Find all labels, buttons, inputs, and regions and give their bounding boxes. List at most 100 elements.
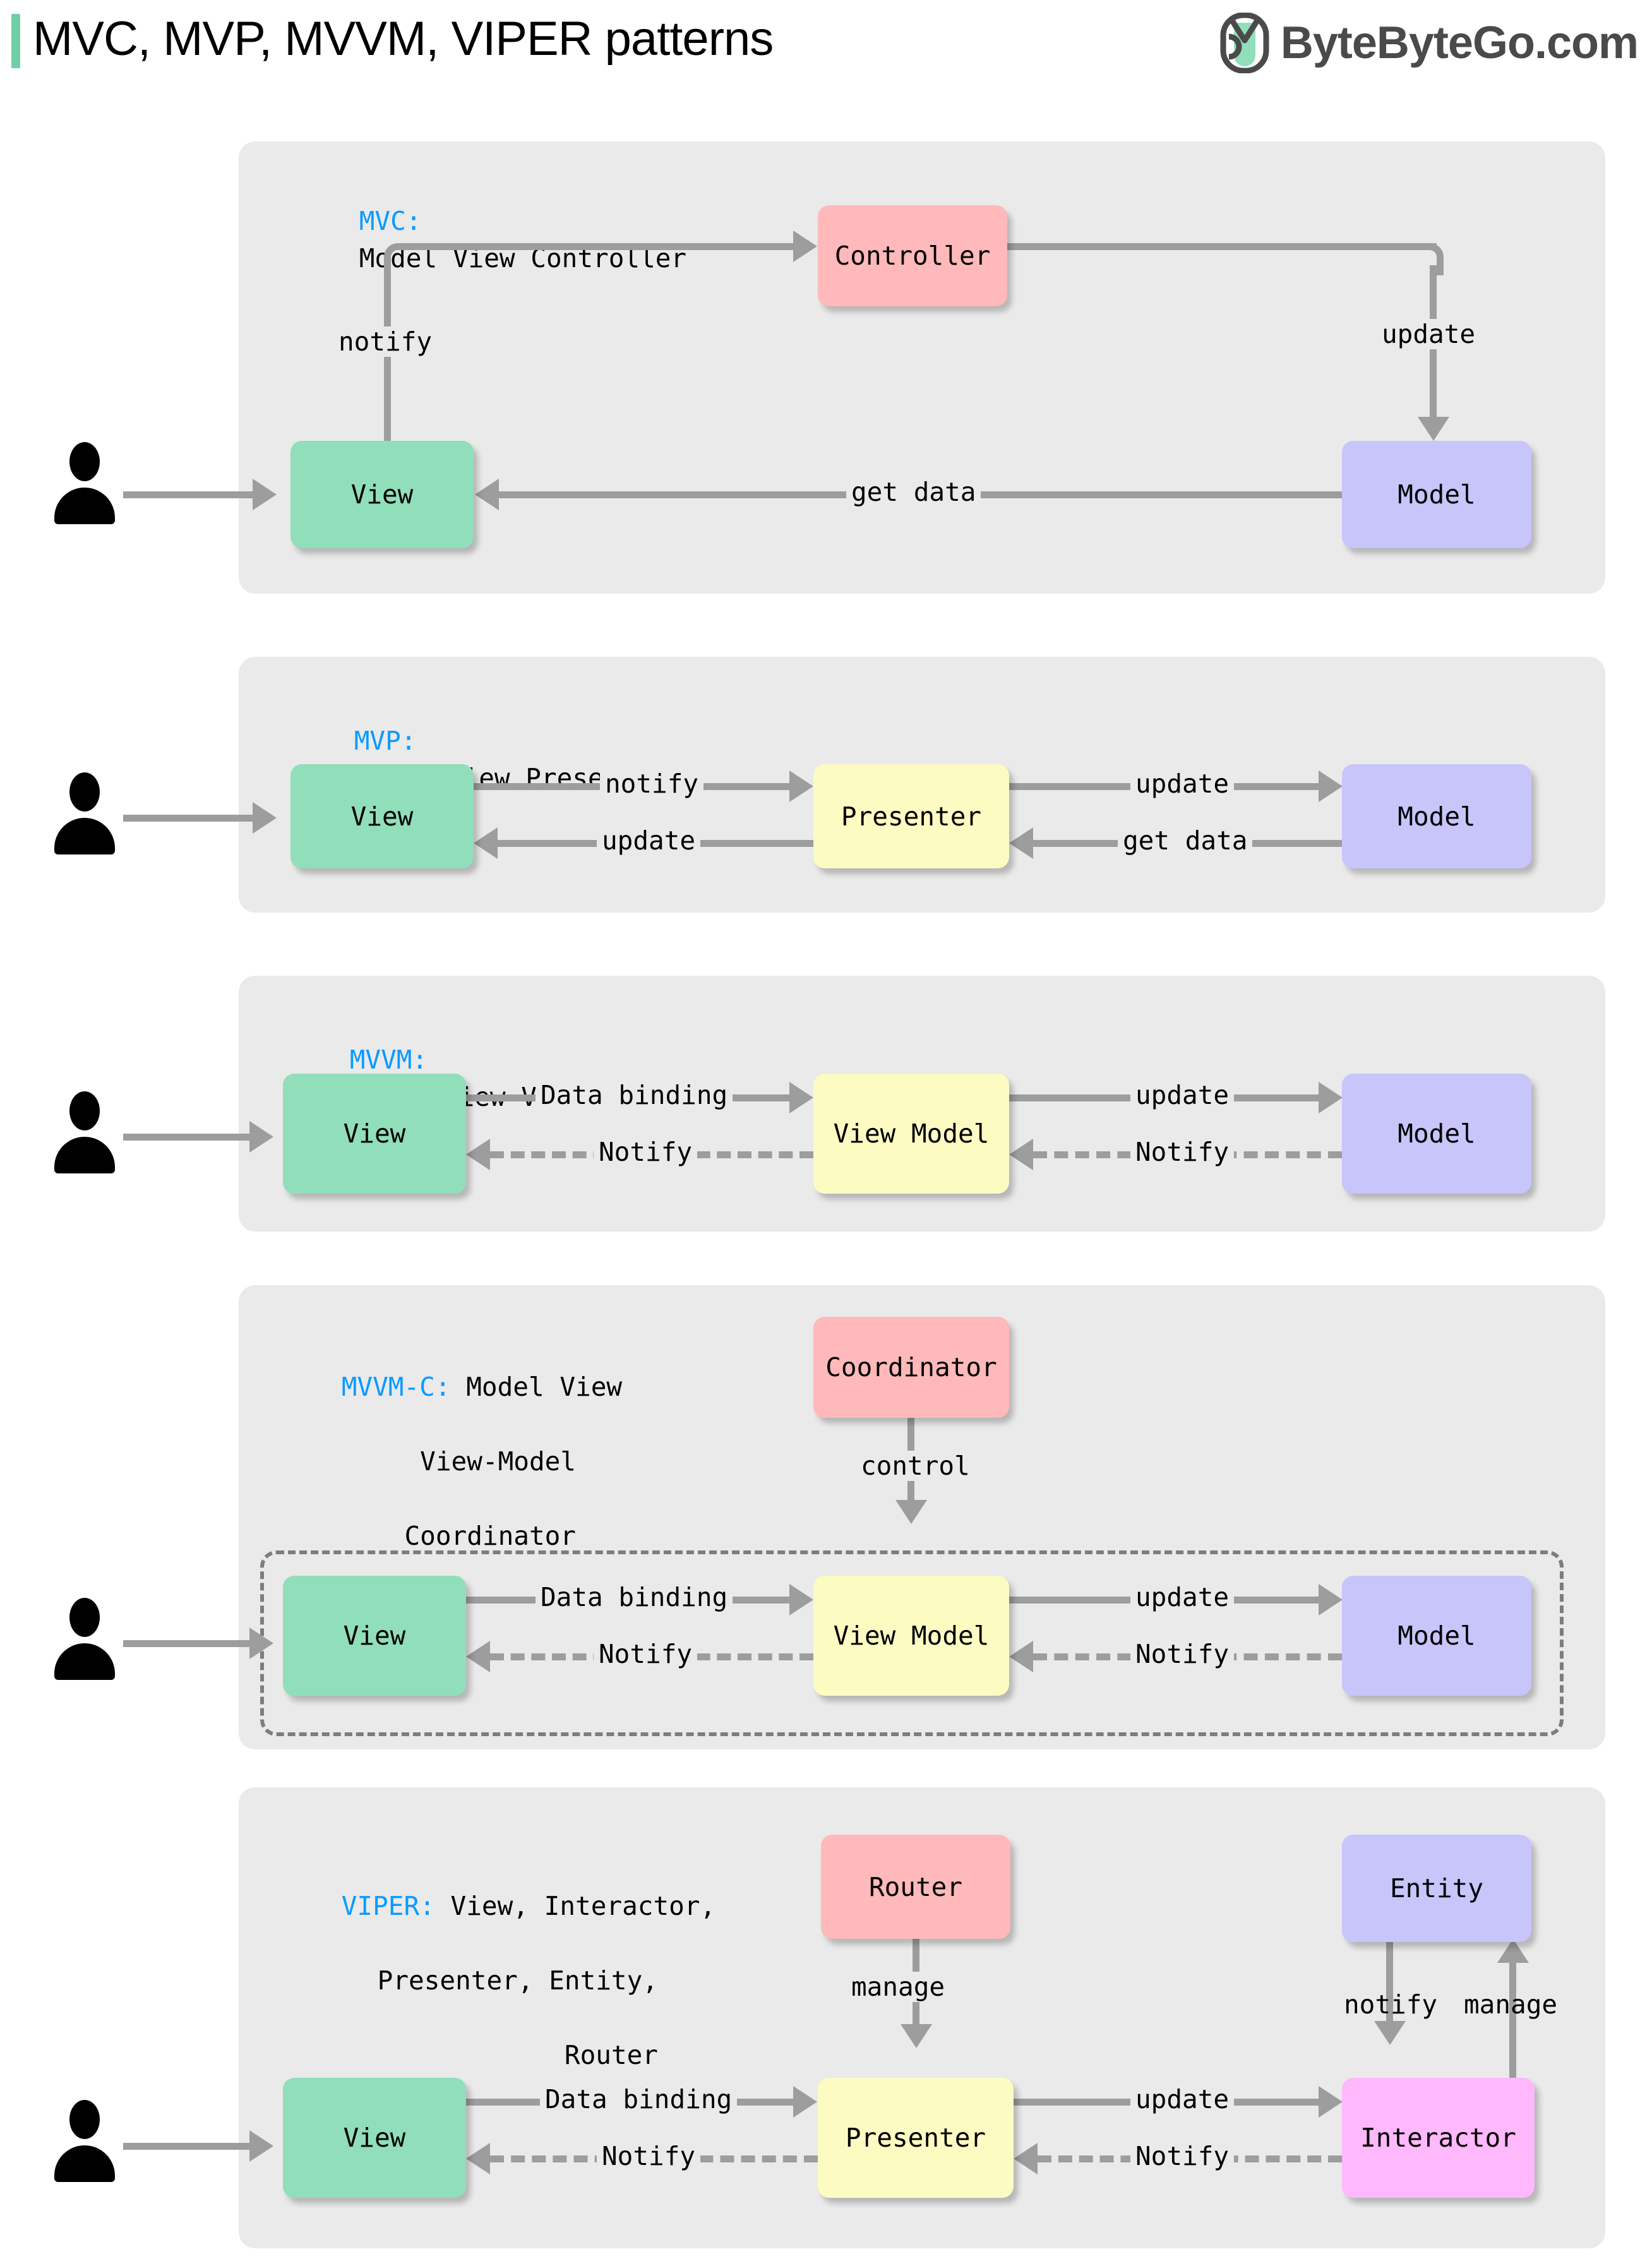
user-avatar-mvvm	[54, 1091, 115, 1173]
edge-label-notify-left-mvvm: Notify	[594, 1137, 698, 1167]
arrowhead-notify-right-viper	[1014, 2143, 1038, 2174]
arrowhead-databinding-mvvm-c	[789, 1584, 813, 1616]
node-view-mvc[interactable]: View	[290, 441, 474, 548]
section-expansion-viper-1: View, Interactor,	[450, 1891, 716, 1921]
section-expansion-line-2: View-Model	[420, 1446, 576, 1477]
node-router-viper[interactable]: Router	[821, 1835, 1010, 1939]
edge-label-control-mvvm-c: control	[856, 1451, 975, 1481]
arrowhead-getdata-mvc	[475, 479, 499, 510]
bytebytego-logo-icon	[1220, 12, 1269, 74]
node-model-mvc[interactable]: Model	[1342, 441, 1531, 548]
user-head-icon	[69, 2100, 100, 2139]
node-model-mvp[interactable]: Model	[1342, 764, 1531, 868]
arrowhead-user-to-view-mvc	[253, 479, 277, 510]
edge-label-notify-left-mvvm-c: Notify	[594, 1639, 698, 1669]
node-view-model-mvvm-c[interactable]: View Model	[813, 1576, 1009, 1696]
edge-label-notify-right-viper: Notify	[1130, 2141, 1235, 2171]
arrowhead-notify-mvp	[789, 770, 813, 802]
edge-label-notify-left-viper: Notify	[597, 2141, 701, 2171]
arrowhead-databinding-mvvm	[789, 1082, 813, 1113]
node-presenter-mvp[interactable]: Presenter	[813, 764, 1009, 868]
edge-label-update-right-mvp: update	[1130, 769, 1235, 799]
edge-label-notify-right-mvvm: Notify	[1130, 1137, 1235, 1167]
user-body-icon	[54, 1643, 115, 1680]
arrowhead-update-left-mvp	[474, 827, 498, 859]
edge-label-notify-entity-viper: notify	[1344, 1989, 1438, 2020]
edge-notify-horiz-mvc	[403, 243, 794, 250]
arrowhead-notify-left-mvvm	[466, 1139, 490, 1170]
title-accent-bar	[11, 14, 20, 68]
node-view-mvvm[interactable]: View	[283, 1074, 466, 1194]
arrowhead-user-to-view-mvp	[253, 802, 277, 834]
edge-user-to-view-viper	[123, 2143, 249, 2150]
user-avatar-mvc	[54, 442, 115, 524]
brand-logo: ByteByteGo.com	[1220, 12, 1639, 74]
edge-update-corner-mvc	[1418, 243, 1444, 275]
user-body-icon	[54, 1137, 115, 1173]
section-title-mvvm-c: MVVM-C: Model View View-Model Coordinato…	[279, 1331, 622, 1592]
user-body-icon	[54, 488, 115, 524]
section-expansion-line-3: Coordinator	[404, 1521, 576, 1551]
user-avatar-mvp	[54, 772, 115, 854]
section-expansion-viper-3: Router	[564, 2040, 658, 2070]
user-head-icon	[69, 1091, 100, 1130]
arrowhead-notify-left-mvvm-c	[466, 1641, 490, 1672]
node-view-model-mvvm[interactable]: View Model	[813, 1074, 1009, 1194]
arrowhead-update-mvvm	[1319, 1082, 1343, 1113]
section-expansion-viper-2: Presenter, Entity,	[377, 1965, 658, 1996]
arrowhead-manage-top-viper	[901, 2024, 932, 2048]
edge-label-update-left-mvp: update	[597, 825, 701, 856]
section-abbr-mvvm: MVVM:	[349, 1045, 428, 1075]
arrowhead-notify-right-mvvm	[1009, 1139, 1033, 1170]
edge-user-to-view-mvvm	[123, 1134, 249, 1141]
section-abbr-viper: VIPER:	[341, 1891, 435, 1921]
section-abbr-mvvm-c: MVVM-C:	[341, 1372, 451, 1402]
node-view-mvp[interactable]: View	[290, 764, 474, 868]
node-model-mvvm-c[interactable]: Model	[1342, 1576, 1531, 1696]
edge-user-to-view-mvc	[123, 491, 253, 498]
edge-label-notify-right-mvvm-c: Notify	[1130, 1639, 1235, 1669]
edge-label-update-mvc: update	[1377, 319, 1481, 349]
brand-name: ByteByteGo.com	[1280, 18, 1639, 68]
edge-label-notify-mvc: notify	[333, 327, 438, 357]
arrowhead-notify-entity-viper	[1374, 2021, 1406, 2045]
arrowhead-user-to-view-mvvm-c	[249, 1628, 273, 1659]
page-header: MVC, MVP, MVVM, VIPER patterns ByteByteG…	[0, 0, 1652, 101]
node-presenter-viper[interactable]: Presenter	[818, 2078, 1014, 2198]
edge-manage-entity-viper	[1509, 1958, 1516, 2106]
node-coordinator-mvvm-c[interactable]: Coordinator	[813, 1317, 1009, 1418]
node-view-mvvm-c[interactable]: View	[283, 1576, 466, 1696]
node-entity-viper[interactable]: Entity	[1342, 1835, 1531, 1942]
edge-label-databinding-mvvm: Data binding	[536, 1080, 733, 1110]
edge-label-update-mvvm: update	[1130, 1080, 1235, 1110]
arrowhead-control-mvvm-c	[895, 1500, 927, 1524]
node-model-mvvm[interactable]: Model	[1342, 1074, 1531, 1194]
edge-label-databinding-viper: Data binding	[540, 2084, 738, 2114]
node-controller-mvc[interactable]: Controller	[818, 205, 1007, 306]
section-title-mvc: MVC: Model View Controller	[297, 165, 686, 315]
arrowhead-user-to-view-mvvm	[249, 1121, 273, 1153]
arrowhead-databinding-viper	[793, 2086, 817, 2118]
node-view-viper[interactable]: View	[283, 2078, 466, 2198]
edge-label-databinding-mvvm-c: Data binding	[536, 1582, 733, 1612]
arrowhead-user-to-view-viper	[249, 2130, 273, 2162]
edge-notify-corner-mvc	[384, 243, 410, 275]
node-interactor-viper[interactable]: Interactor	[1342, 2078, 1535, 2198]
arrowhead-update-mvvm-c	[1319, 1584, 1343, 1616]
user-avatar-mvvm-c	[54, 1598, 115, 1680]
edge-update-horiz-mvc	[1007, 243, 1437, 250]
edge-label-manage-top-viper: manage	[846, 1972, 950, 2002]
user-avatar-viper	[54, 2100, 115, 2182]
arrowhead-notify-left-viper	[466, 2143, 490, 2174]
arrowhead-getdata-mvp	[1009, 827, 1033, 859]
page-title: MVC, MVP, MVVM, VIPER patterns	[33, 12, 774, 66]
edge-label-notify-mvp: notify	[600, 769, 704, 799]
edge-label-getdata-mvp: get data	[1118, 825, 1253, 856]
user-head-icon	[69, 772, 100, 812]
edge-label-update-mvvm-c: update	[1130, 1582, 1235, 1612]
section-title-viper: VIPER: View, Interactor, Presenter, Enti…	[279, 1850, 715, 2111]
section-expansion-line-1: Model View	[466, 1372, 623, 1402]
user-body-icon	[54, 2145, 115, 2182]
edge-user-to-view-mvp	[123, 815, 253, 822]
